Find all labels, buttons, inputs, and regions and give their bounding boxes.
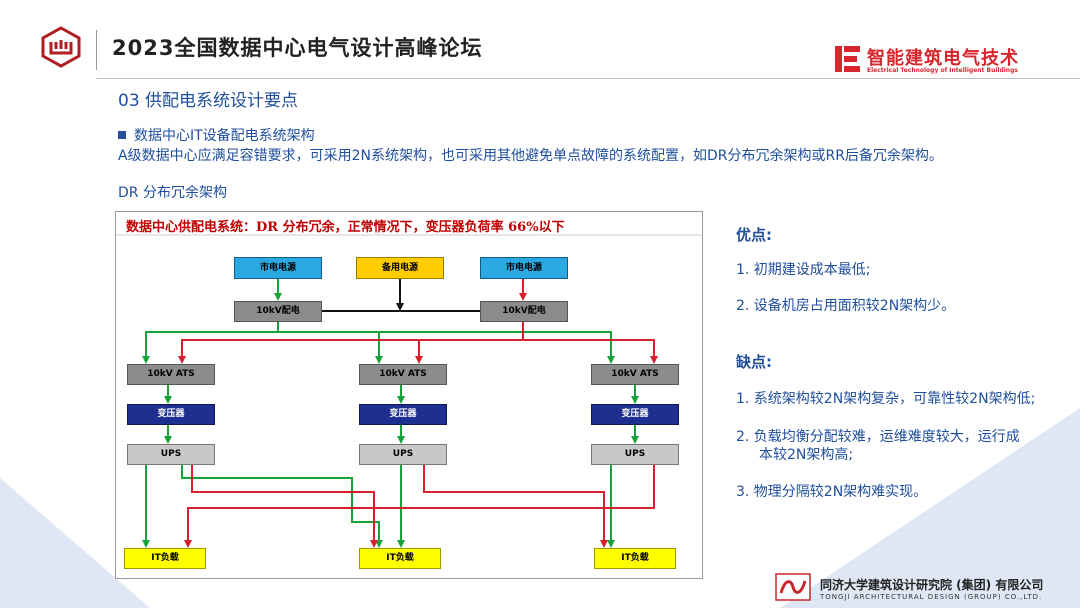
bullet-heading: 数据中心IT设备配电系统架构 — [118, 125, 315, 145]
section-title: 03 供配电系统设计要点 — [118, 91, 299, 111]
load-2-box: IT负载 — [359, 548, 441, 569]
ats-3-box: 10kV ATS — [591, 364, 679, 385]
ats-1-box: 10kV ATS — [127, 364, 215, 385]
load-3-box: IT负载 — [594, 548, 676, 569]
conference-logo-icon — [41, 26, 81, 68]
pros-item-2: 2. 设备机房占用面积较2N架构少。 — [736, 298, 956, 314]
tongji-logo-icon — [775, 573, 811, 601]
footer-company: 同济大学建筑设计研究院 (集团) 有限公司 TONGJI ARCHITECTUR… — [775, 571, 1065, 605]
cons-item-2-cont: 本较2N架构高; — [759, 447, 854, 463]
cons-item-2: 2. 负载均衡分配较难，运维难度较大，运行成 — [736, 429, 1020, 445]
column-links — [164, 384, 639, 444]
ups-red-to-load — [184, 464, 655, 548]
header-rule — [96, 78, 1080, 79]
cons-item-3: 3. 物理分隔较2N架构难实现。 — [736, 484, 928, 500]
ups-1-box: UPS — [127, 444, 215, 465]
description-text: A级数据中心应满足容错要求，可采用2N系统架构，也可采用其他避免单点故障的系统配… — [118, 148, 943, 164]
pros-title: 优点: — [736, 226, 772, 244]
diagram-canvas — [116, 234, 702, 548]
red-feeders — [178, 321, 658, 364]
cons-title: 缺点: — [736, 353, 772, 371]
dr-architecture-diagram: 数据中心供配电系统：DR 分布冗余，正常情况下，变压器负荷率 66%以下 — [115, 211, 703, 579]
transformer-3-box: 变压器 — [591, 404, 679, 425]
bullet-heading-text: 数据中心IT设备配电系统架构 — [134, 128, 315, 144]
brand-logo-icon — [835, 46, 860, 72]
brand-name-cn: 智能建筑电气技术 — [867, 48, 1019, 69]
transformer-1-box: 变压器 — [127, 404, 215, 425]
brand-name-en: Electrical Technology of Intelligent Bui… — [867, 67, 1018, 74]
diagram-subheading: DR 分布冗余架构 — [118, 185, 227, 201]
company-name-cn: 同济大学建筑设计研究院 (集团) 有限公司 — [820, 578, 1044, 592]
pros-item-1: 1. 初期建设成本最低; — [736, 262, 871, 278]
source-1-box: 市电电源 — [234, 257, 322, 279]
green-feeders — [142, 321, 615, 364]
page-title: 2023全国数据中心电气设计高峰论坛 — [112, 36, 483, 60]
ups-2-box: UPS — [359, 444, 447, 465]
ats-2-box: 10kV ATS — [359, 364, 447, 385]
backup-source-box: 备用电源 — [356, 257, 444, 279]
diagram-title: 数据中心供配电系统：DR 分布冗余，正常情况下，变压器负荷率 66%以下 — [126, 220, 565, 235]
transformer-2-box: 变压器 — [359, 404, 447, 425]
ups-green-to-load — [142, 464, 615, 548]
ups-3-box: UPS — [591, 444, 679, 465]
header-separator — [96, 30, 97, 70]
load-1-box: IT负载 — [124, 548, 206, 569]
cons-item-1: 1. 系统架构较2N架构复杂，可靠性较2N架构低; — [736, 391, 1036, 407]
company-name-en: TONGJI ARCHITECTURAL DESIGN (GROUP) CO.,… — [820, 593, 1043, 601]
source-3-box: 市电电源 — [480, 257, 568, 279]
decor-triangle-right — [780, 408, 1080, 608]
brand-logo: 智能建筑电气技术 Electrical Technology of Intell… — [834, 44, 1034, 78]
distribution-1-box: 10kV配电 — [234, 301, 322, 322]
bullet-square-icon — [118, 131, 126, 139]
distribution-2-box: 10kV配电 — [480, 301, 568, 322]
